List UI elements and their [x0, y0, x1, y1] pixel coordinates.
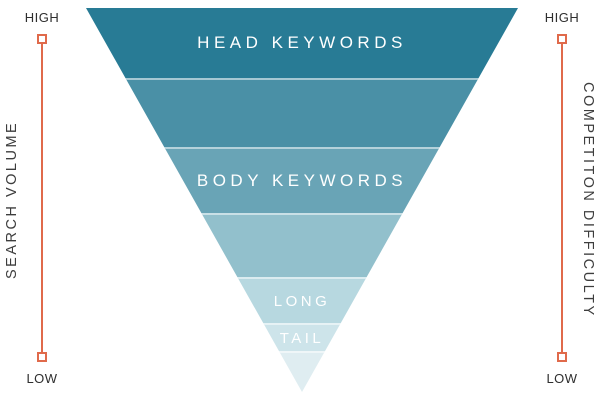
- funnel-band-body-keywords: BODY KEYWORDS: [86, 147, 518, 213]
- search-volume-axis-line: [41, 44, 43, 352]
- search-volume-top-endpoint: [37, 34, 47, 44]
- competition-difficulty-bottom-endpoint: [557, 352, 567, 362]
- search-volume-axis-title: SEARCH VOLUME: [4, 120, 20, 280]
- search-volume-high-label: HIGH: [24, 10, 60, 25]
- funnel-band-label: LONG: [273, 292, 331, 310]
- funnel-band-long-tail: LONG: [86, 277, 518, 323]
- competition-difficulty-low-label: LOW: [546, 371, 578, 386]
- search-volume-low-label: LOW: [26, 371, 58, 386]
- keyword-funnel: HEAD KEYWORDS BODY KEYWORDS LONG TAIL: [86, 8, 518, 392]
- funnel-band-head-keywords: HEAD KEYWORDS: [86, 8, 518, 78]
- funnel-band-tip: [86, 351, 518, 392]
- competition-difficulty-axis-title: COMPETITON DIFFICULTY: [580, 82, 596, 318]
- competition-difficulty-axis-line: [561, 44, 563, 352]
- funnel-band-long-tail: TAIL: [86, 323, 518, 351]
- search-volume-bottom-endpoint: [37, 352, 47, 362]
- funnel-band: [86, 78, 518, 147]
- competition-difficulty-top-endpoint: [557, 34, 567, 44]
- funnel-band-label: HEAD KEYWORDS: [197, 33, 407, 52]
- competition-difficulty-high-label: HIGH: [544, 10, 580, 25]
- funnel-band-label: BODY KEYWORDS: [196, 171, 408, 190]
- funnel-band: [86, 213, 518, 277]
- funnel-band-label: TAIL: [279, 329, 325, 347]
